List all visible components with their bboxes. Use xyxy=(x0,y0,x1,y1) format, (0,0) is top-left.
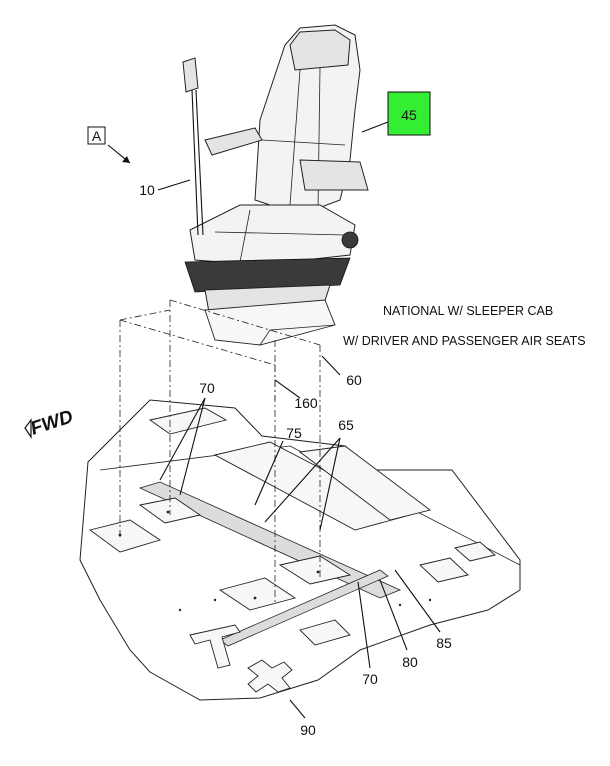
callout-70-bottom[interactable]: 70 xyxy=(362,671,378,687)
fwd-indicator: FWD xyxy=(24,406,76,440)
callout-10[interactable]: 10 xyxy=(139,182,155,198)
callout-160[interactable]: 160 xyxy=(294,395,318,411)
leader-lines xyxy=(107,121,441,719)
seat-assembly xyxy=(182,24,369,346)
fwd-label: FWD xyxy=(28,406,76,439)
view-tag-box xyxy=(87,126,106,145)
callout-85[interactable]: 85 xyxy=(436,635,452,651)
callout-90[interactable]: 90 xyxy=(300,722,316,738)
view-tag-label: A xyxy=(92,128,102,144)
callout-65[interactable]: 65 xyxy=(338,417,354,433)
callout-60[interactable]: 60 xyxy=(346,372,362,388)
fwd-arrow-icon xyxy=(24,418,32,439)
note-line-2: W/ DRIVER AND PASSENGER AIR SEATS xyxy=(343,334,586,348)
floor-pan xyxy=(79,399,521,701)
callout-45: 45 xyxy=(401,107,417,123)
callout-70-top[interactable]: 70 xyxy=(199,380,215,396)
highlight-box-45[interactable] xyxy=(387,91,431,136)
projection-lines xyxy=(119,299,321,605)
note-line-1: NATIONAL W/ SLEEPER CAB xyxy=(383,304,553,318)
callout-75[interactable]: 75 xyxy=(286,425,302,441)
callout-80[interactable]: 80 xyxy=(402,654,418,670)
